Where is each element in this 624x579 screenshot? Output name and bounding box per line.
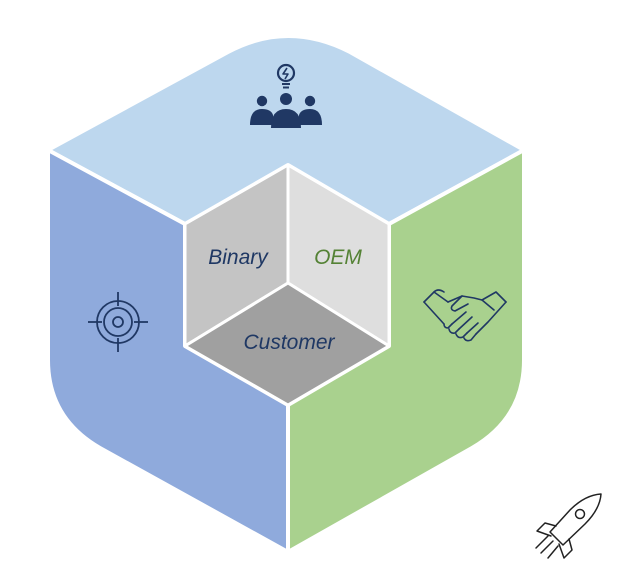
- right-face: [286, 148, 526, 554]
- rocket-icon: [535, 493, 602, 559]
- target-icon: [88, 292, 148, 352]
- inner-bottom-face: [183, 281, 391, 407]
- team-idea-icon: [250, 63, 322, 128]
- label-binary: Binary: [208, 246, 269, 269]
- handshake-icon: [423, 289, 507, 342]
- label-customer: Customer: [243, 331, 335, 354]
- label-oem: OEM: [314, 246, 362, 269]
